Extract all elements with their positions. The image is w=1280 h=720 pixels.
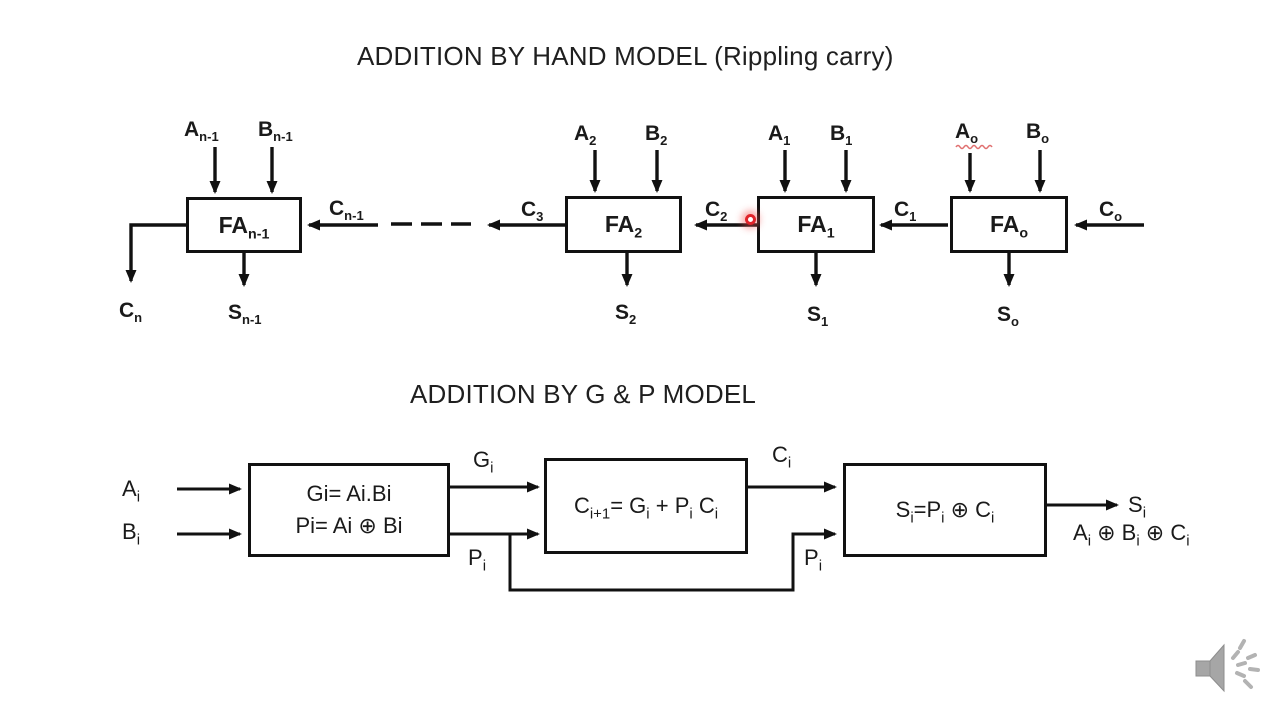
spellcheck-squiggle — [955, 144, 993, 150]
label-b-1: B1 — [830, 122, 853, 149]
fa-box-label: FA1 — [797, 211, 835, 242]
speaker-icon[interactable] — [1195, 639, 1260, 693]
label-a-o: Ao — [955, 120, 979, 147]
fa-box-1: FA1 — [757, 196, 875, 253]
label-s-n-1: Sn-1 — [228, 301, 262, 328]
speaker-cone — [1209, 643, 1225, 693]
gp-eq-sum: Si=Pi ⊕ Ci — [895, 497, 995, 527]
label-a-1: A1 — [768, 122, 791, 149]
label-gi: Gi — [473, 447, 494, 477]
label-pi-out: Pi — [468, 545, 487, 575]
label-ci: Ci — [772, 442, 792, 472]
ripple-input-wires — [209, 147, 1046, 194]
fa-box-label: FAn-1 — [218, 211, 270, 243]
label-a-n-1: An-1 — [184, 118, 219, 145]
fa-box-o: FAo — [950, 196, 1068, 253]
label-ai: Ai — [122, 476, 141, 506]
label-sum-expansion: Ai ⊕ Bi ⊕ Ci — [1073, 520, 1190, 550]
gp-eq-carry: Ci+1= Gi + Pi Ci — [573, 493, 719, 523]
speaker-waves — [1231, 639, 1260, 689]
label-s-o: So — [997, 303, 1019, 330]
label-si: Si — [1128, 492, 1147, 522]
ripple-title: ADDITION BY HAND MODEL (Rippling carry) — [357, 41, 894, 71]
label-c-2: C2 — [705, 198, 728, 225]
fa-box-label: FAo — [989, 211, 1029, 242]
laser-pointer-dot — [745, 214, 756, 225]
label-a-2: A2 — [574, 122, 597, 149]
wire-carry-n-out — [125, 223, 186, 283]
label-b-o: Bo — [1026, 120, 1050, 147]
gp-wires — [177, 481, 1119, 592]
label-c-n-1: Cn-1 — [329, 197, 364, 224]
gp-title: ADDITION BY G & P MODEL — [410, 379, 757, 409]
label-c-1: C1 — [894, 198, 917, 225]
label-c-n: Cn — [119, 299, 143, 326]
fa-box-n-1: FAn-1 — [186, 197, 302, 253]
fa-box-2: FA2 — [565, 196, 682, 253]
gp-box-sum: Si=Pi ⊕ Ci — [843, 463, 1047, 557]
label-b-2: B2 — [645, 122, 668, 149]
ripple-sum-wires — [238, 253, 1015, 287]
label-b-n-1: Bn-1 — [258, 118, 293, 145]
gp-box-generate-propagate: Gi= Ai.Bi Pi= Ai ⊕ Bi — [248, 463, 450, 557]
label-s-1: S1 — [807, 303, 829, 330]
fa-box-label: FA2 — [604, 211, 643, 242]
label-s-2: S2 — [615, 301, 637, 328]
label-bi: Bi — [122, 519, 141, 549]
gp-eq-propagate: Pi= Ai ⊕ Bi — [295, 513, 403, 538]
ripple-carry-wires — [125, 219, 1144, 283]
wire-pi-feedback — [508, 528, 837, 592]
speaker-body — [1195, 660, 1211, 677]
label-c-o: Co — [1099, 198, 1123, 225]
gp-eq-generate: Gi= Ai.Bi — [306, 481, 392, 506]
gp-box-carry: Ci+1= Gi + Pi Ci — [544, 458, 748, 554]
label-pi-in: Pi — [804, 545, 823, 575]
label-c-3: C3 — [521, 198, 544, 225]
